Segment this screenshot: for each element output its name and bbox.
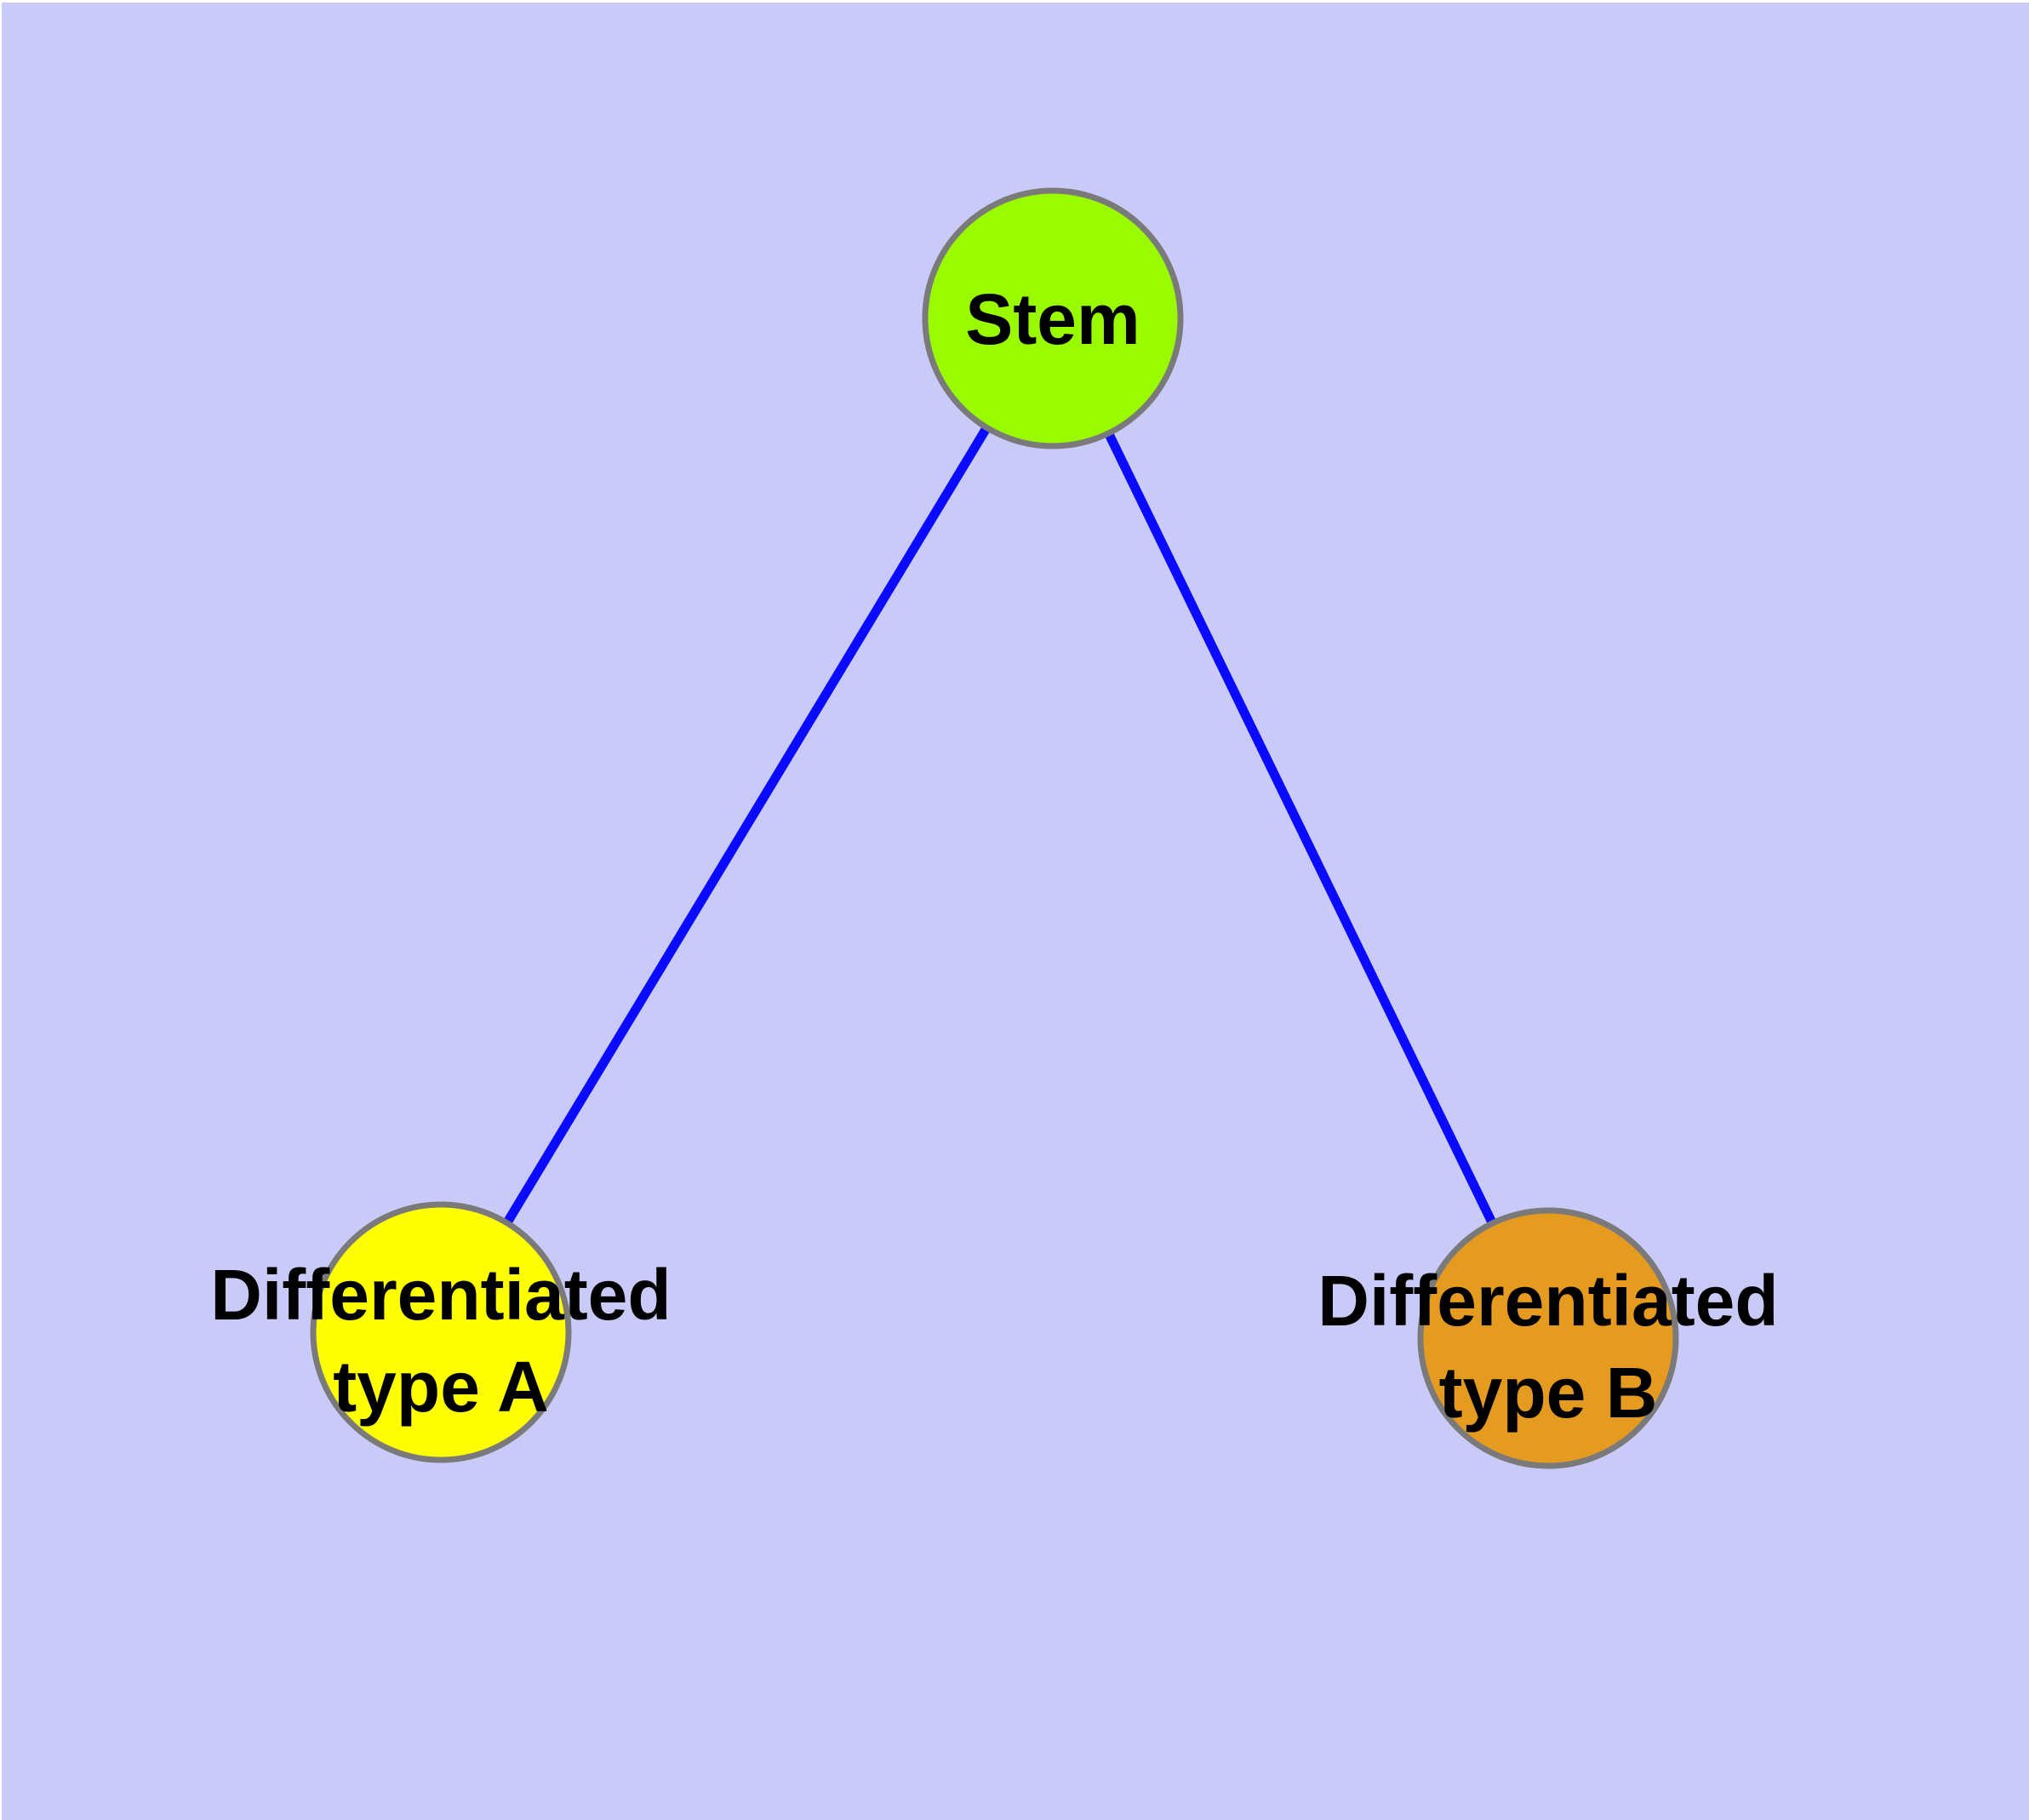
node-differentiated-type-a xyxy=(310,1201,572,1463)
edge-stem-to-type-b xyxy=(1105,432,1496,1225)
node-differentiated-type-a-label-line2: type A xyxy=(333,1347,549,1427)
node-differentiated-type-b-label-line2: type B xyxy=(1439,1353,1658,1433)
node-differentiated-type-a-label-line1: Differentiated xyxy=(210,1255,671,1335)
node-differentiated-type-b-label-line1: Differentiated xyxy=(1317,1261,1778,1341)
node-stem-label: Stem xyxy=(965,279,1140,359)
edge-stem-to-type-a xyxy=(503,426,991,1225)
node-stem xyxy=(922,187,1184,449)
node-differentiated-type-b xyxy=(1417,1207,1679,1469)
